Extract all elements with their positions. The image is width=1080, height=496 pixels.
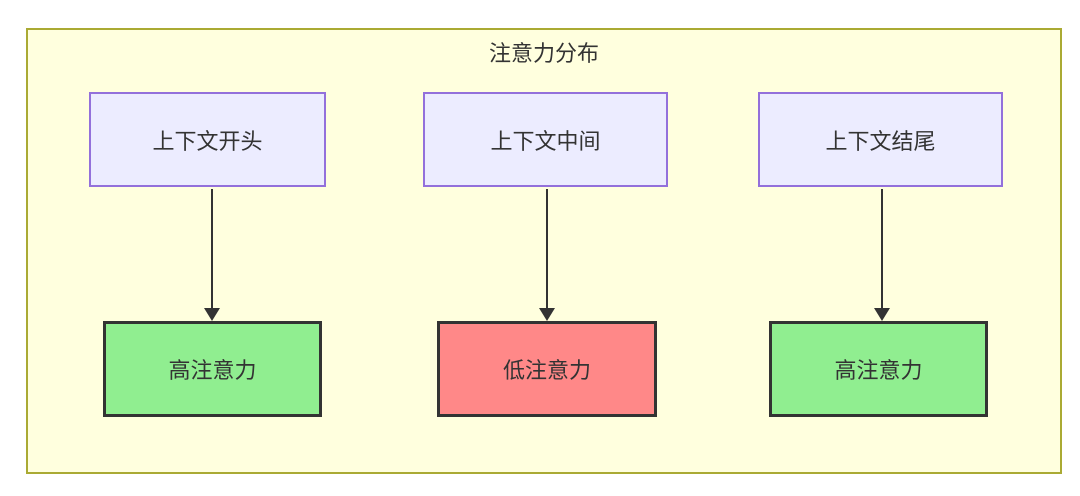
arrowhead-icon xyxy=(539,308,555,321)
arrow-context-end-to-result xyxy=(874,189,890,321)
node-context-end: 上下文结尾 xyxy=(758,92,1003,187)
arrow-line xyxy=(881,189,883,309)
arrow-line xyxy=(211,189,213,309)
node-high-attention-1: 高注意力 xyxy=(103,321,322,417)
node-context-middle: 上下文中间 xyxy=(423,92,668,187)
node-low-attention: 低注意力 xyxy=(437,321,657,417)
arrowhead-icon xyxy=(874,308,890,321)
node-high-attention-2: 高注意力 xyxy=(769,321,988,417)
arrowhead-icon xyxy=(204,308,220,321)
diagram-canvas: 注意力分布 上下文开头 高注意力 上下文中间 低注意力 上下文结尾 高注意力 xyxy=(26,28,1062,474)
arrow-context-start-to-result xyxy=(204,189,220,321)
arrow-line xyxy=(546,189,548,309)
arrow-context-middle-to-result xyxy=(539,189,555,321)
node-context-start: 上下文开头 xyxy=(89,92,326,187)
diagram-title: 注意力分布 xyxy=(488,41,599,66)
